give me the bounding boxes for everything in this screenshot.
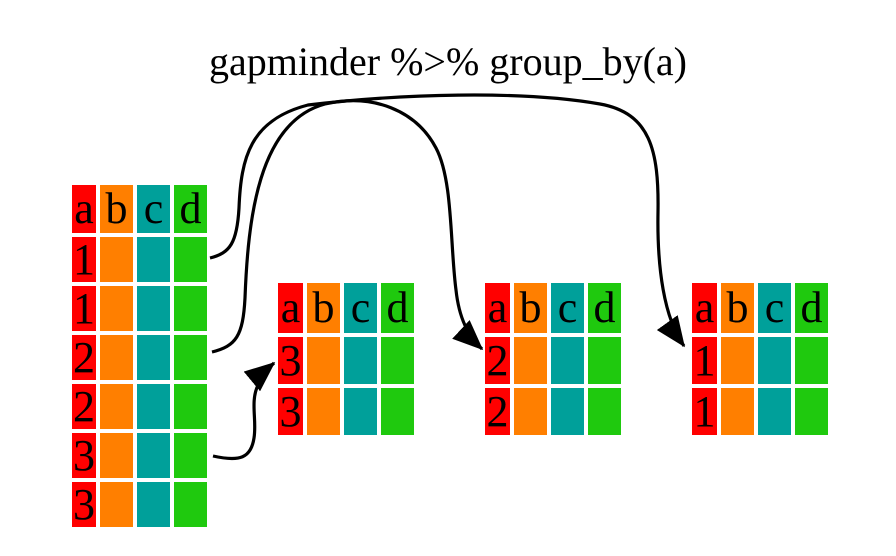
cell-d-row1: [795, 337, 828, 384]
header-cell-b: b: [307, 283, 340, 333]
header-cell-b: b: [514, 283, 547, 333]
arrow-to-group3-icon: [212, 361, 276, 461]
cell-d-row1: [381, 337, 414, 384]
cell-a-row1: 1: [72, 237, 96, 282]
cell-a-row5: 3: [72, 433, 96, 478]
cell-a-row2: 1: [692, 388, 717, 435]
cell-b-row3: [100, 335, 133, 380]
cell-b-row5: [100, 433, 133, 478]
cell-d-row1: [174, 237, 207, 282]
cell-b-row1: [721, 337, 754, 384]
cell-d-row2: [381, 388, 414, 435]
cell-c-row1: [137, 237, 170, 282]
cell-a-row2: 2: [485, 388, 510, 435]
cell-b-row4: [100, 384, 133, 429]
cell-a-row3: 2: [72, 335, 96, 380]
cell-a-row4: 2: [72, 384, 96, 429]
cell-c-row3: [137, 335, 170, 380]
header-cell-c: c: [137, 185, 170, 233]
header-cell-d: d: [381, 283, 414, 333]
header-cell-d: d: [795, 283, 828, 333]
header-cell-a: a: [72, 185, 96, 233]
cell-c-row2: [137, 286, 170, 331]
cell-a-row1: 2: [485, 337, 510, 384]
cell-c-row5: [137, 433, 170, 478]
cell-d-row1: [588, 337, 621, 384]
header-cell-c: c: [758, 283, 791, 333]
cell-d-row2: [795, 388, 828, 435]
header-cell-a: a: [692, 283, 717, 333]
cell-c-row6: [137, 482, 170, 527]
header-cell-d: d: [588, 283, 621, 333]
cell-d-row6: [174, 482, 207, 527]
cell-c-row1: [551, 337, 584, 384]
cell-a-row2: 3: [278, 388, 303, 435]
cell-b-row2: [514, 388, 547, 435]
cell-b-row1: [514, 337, 547, 384]
cell-b-row2: [100, 286, 133, 331]
cell-d-row5: [174, 433, 207, 478]
cell-c-row2: [551, 388, 584, 435]
cell-a-row1: 3: [278, 337, 303, 384]
header-cell-b: b: [100, 185, 133, 233]
cell-b-row2: [307, 388, 340, 435]
cell-d-row2: [174, 286, 207, 331]
header-cell-d: d: [174, 185, 207, 233]
cell-a-row2: 1: [72, 286, 96, 331]
cell-d-row2: [588, 388, 621, 435]
cell-c-row1: [758, 337, 791, 384]
cell-b-row2: [721, 388, 754, 435]
cell-c-row2: [344, 388, 377, 435]
cell-b-row1: [100, 237, 133, 282]
header-cell-a: a: [278, 283, 303, 333]
cell-d-row4: [174, 384, 207, 429]
cell-d-row3: [174, 335, 207, 380]
header-cell-b: b: [721, 283, 754, 333]
cell-a-row1: 1: [692, 337, 717, 384]
diagram-title: gapminder %>% group_by(a): [209, 39, 687, 84]
header-cell-c: c: [551, 283, 584, 333]
header-cell-a: a: [485, 283, 510, 333]
cell-b-row6: [100, 482, 133, 527]
header-cell-c: c: [344, 283, 377, 333]
cell-c-row1: [344, 337, 377, 384]
cell-c-row2: [758, 388, 791, 435]
cell-c-row4: [137, 384, 170, 429]
cell-b-row1: [307, 337, 340, 384]
cell-a-row6: 3: [72, 482, 96, 527]
